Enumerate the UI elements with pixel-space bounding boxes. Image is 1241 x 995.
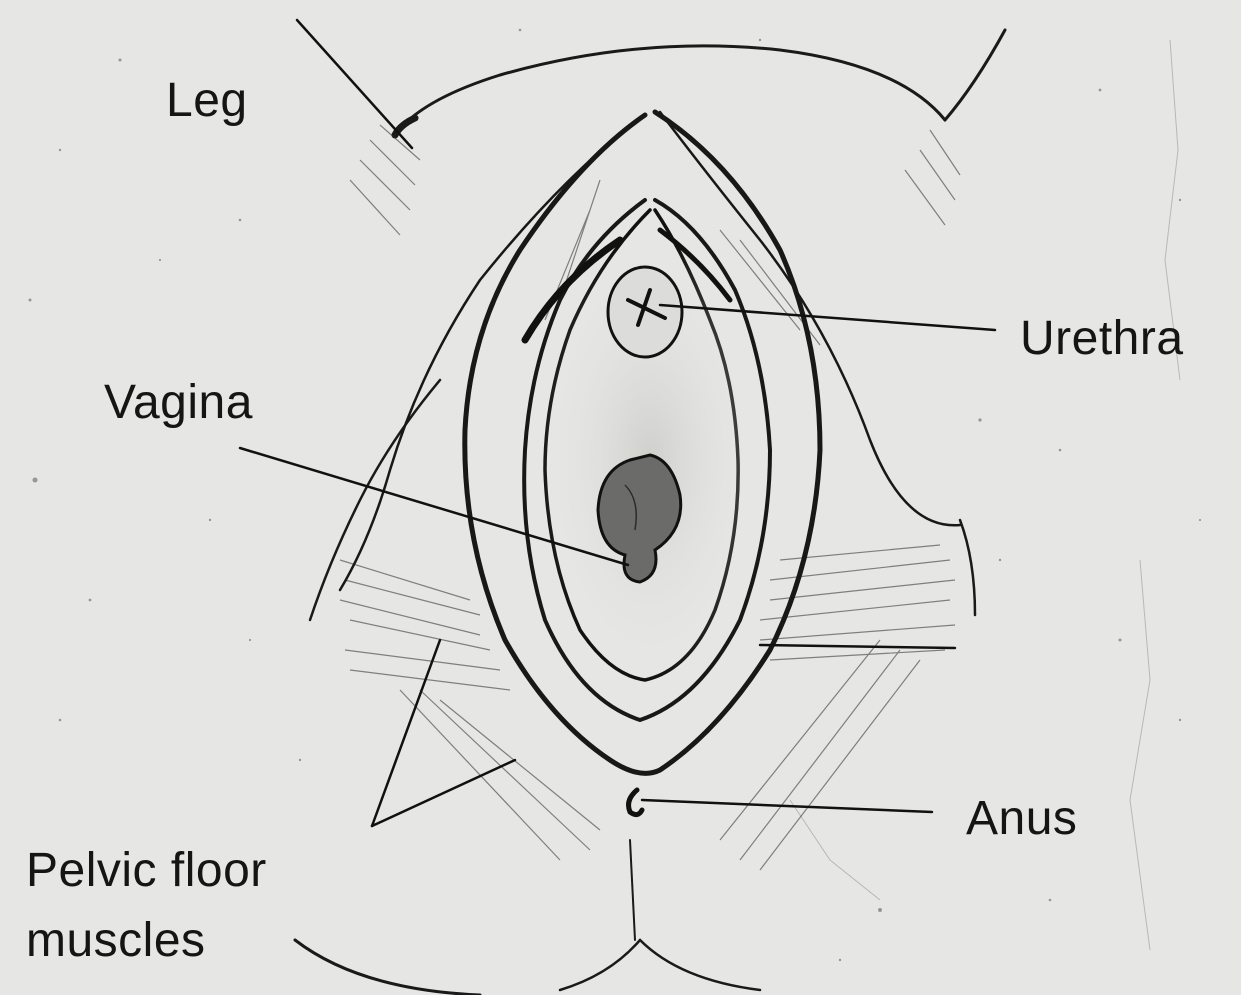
anus-label: Anus [966, 790, 1077, 848]
leg-leader-line [297, 20, 412, 148]
pelvic-floor-label-line2: muscles [26, 906, 267, 976]
urethra-label: Urethra [1020, 310, 1184, 368]
pelvic-floor-muscles-label: Pelvic floor muscles [26, 836, 267, 976]
anus-shape [629, 790, 642, 815]
urethra-shape [608, 267, 682, 357]
vagina-label: Vagina [104, 374, 253, 432]
anus-leader-line [642, 800, 932, 812]
leg-label: Leg [166, 72, 248, 130]
pelvic-leader-line-3 [760, 645, 955, 648]
pelvic-floor-label-line1: Pelvic floor [26, 836, 267, 906]
